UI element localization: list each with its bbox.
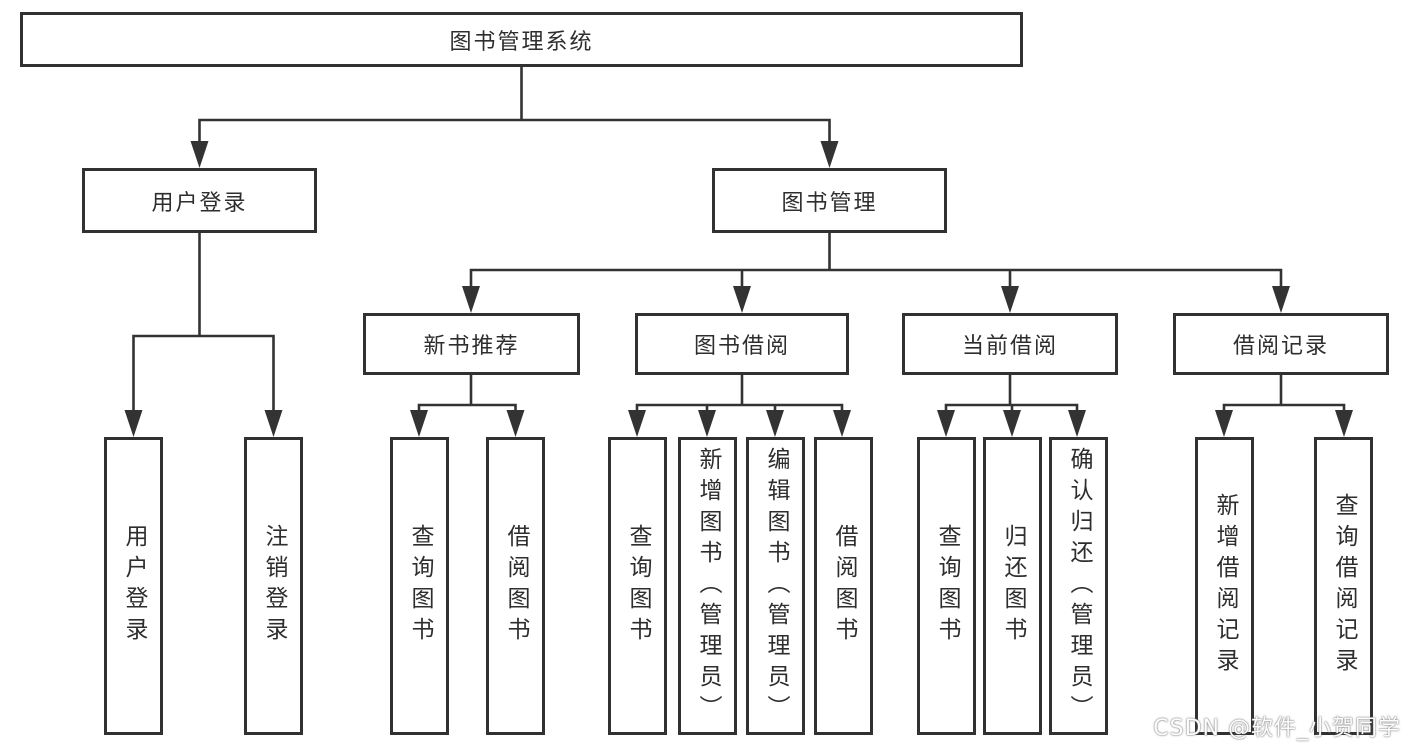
node-borrow-books-recommend: 借阅图书 xyxy=(486,437,545,735)
node-query-borrow-record: 查询借阅记录 xyxy=(1314,437,1373,735)
arrowhead-icon xyxy=(1272,286,1290,313)
node-add-book-admin-label: 新增图书（管理员） xyxy=(695,446,721,726)
node-root: 图书管理系统 xyxy=(20,12,1023,67)
node-add-borrow-record-label: 新增借阅记录 xyxy=(1212,493,1238,679)
arrowhead-icon xyxy=(698,410,716,437)
arrowhead-icon xyxy=(462,286,480,313)
connector-root-to-level2 xyxy=(190,67,839,168)
node-edit-book-admin: 编辑图书（管理员） xyxy=(746,437,805,735)
watermark: CSDN @软件_小贺同学 xyxy=(1153,716,1401,741)
arrowhead-icon xyxy=(628,410,646,437)
connector-line xyxy=(469,268,1283,289)
connector-line xyxy=(417,403,517,413)
node-query-books-borrow: 查询图书 xyxy=(608,437,667,735)
node-new-book-recommendation-label: 新书推荐 xyxy=(423,334,520,359)
node-book-management: 图书管理 xyxy=(712,168,947,233)
arrowhead-icon xyxy=(506,410,525,437)
arrowhead-icon xyxy=(766,410,784,437)
node-user-login-leaf: 用户登录 xyxy=(104,437,163,735)
node-user-login-label: 用户登录 xyxy=(151,190,248,216)
node-user-login-leaf-label: 用户登录 xyxy=(121,524,147,648)
node-borrowing-records-label: 借阅记录 xyxy=(1232,334,1329,359)
node-return-books-label: 归还图书 xyxy=(1000,524,1026,648)
node-logout-leaf-label: 注销登录 xyxy=(261,524,287,648)
node-root-label: 图书管理系统 xyxy=(449,29,594,55)
node-borrowing-records: 借阅记录 xyxy=(1173,313,1389,375)
connector-line xyxy=(635,403,844,413)
arrowhead-icon xyxy=(1215,410,1233,437)
node-confirm-return-admin: 确认归还（管理员） xyxy=(1049,437,1108,735)
node-new-book-recommendation: 新书推荐 xyxy=(363,313,580,375)
connector-line xyxy=(132,334,275,413)
arrowhead-icon xyxy=(264,410,283,437)
node-book-borrowing-label: 图书借阅 xyxy=(693,334,790,359)
arrowhead-icon xyxy=(190,141,209,168)
connector-line xyxy=(198,118,831,144)
node-logout-leaf: 注销登录 xyxy=(244,437,303,735)
connector-current-to-leaves xyxy=(937,375,1086,437)
arrowhead-icon xyxy=(124,410,143,437)
node-edit-book-admin-label: 编辑图书（管理员） xyxy=(763,446,789,726)
node-add-book-admin: 新增图书（管理员） xyxy=(678,437,737,735)
connector-recommend-to-leaves xyxy=(410,375,525,437)
connector-records-to-leaves xyxy=(1215,375,1353,437)
node-user-login: 用户登录 xyxy=(82,168,317,233)
connector-user-login-to-leaves xyxy=(124,233,283,437)
node-query-books-current: 查询图书 xyxy=(917,437,976,735)
node-query-books-recommend-label: 查询图书 xyxy=(407,524,433,648)
node-book-management-label: 图书管理 xyxy=(781,190,878,216)
arrowhead-icon xyxy=(820,141,839,168)
arrowhead-icon xyxy=(733,286,751,313)
node-return-books: 归还图书 xyxy=(983,437,1042,735)
node-borrow-books-borrow: 借阅图书 xyxy=(814,437,873,735)
arrowhead-icon xyxy=(410,410,428,437)
connector-borrowing-to-leaves xyxy=(628,375,851,437)
node-current-borrowing-label: 当前借阅 xyxy=(961,334,1058,359)
arrowhead-icon xyxy=(1003,410,1021,437)
node-query-books-current-label: 查询图书 xyxy=(934,524,960,648)
arrowhead-icon xyxy=(1068,410,1086,437)
arrowhead-icon xyxy=(1001,286,1019,313)
node-query-books-recommend: 查询图书 xyxy=(390,437,449,735)
connector-line xyxy=(1222,403,1346,413)
node-borrow-books-recommend-label: 借阅图书 xyxy=(503,524,529,648)
arrowhead-icon xyxy=(1335,410,1353,437)
connector-book-management-to-level3 xyxy=(462,233,1290,313)
node-current-borrowing: 当前借阅 xyxy=(902,313,1118,375)
arrowhead-icon xyxy=(937,410,955,437)
node-query-borrow-record-label: 查询借阅记录 xyxy=(1331,493,1357,679)
node-borrow-books-borrow-label: 借阅图书 xyxy=(831,524,857,648)
node-confirm-return-admin-label: 确认归还（管理员） xyxy=(1066,446,1092,726)
node-add-borrow-record: 新增借阅记录 xyxy=(1195,437,1254,735)
node-book-borrowing: 图书借阅 xyxy=(635,313,849,375)
arrowhead-icon xyxy=(833,410,851,437)
node-query-books-borrow-label: 查询图书 xyxy=(625,524,651,648)
